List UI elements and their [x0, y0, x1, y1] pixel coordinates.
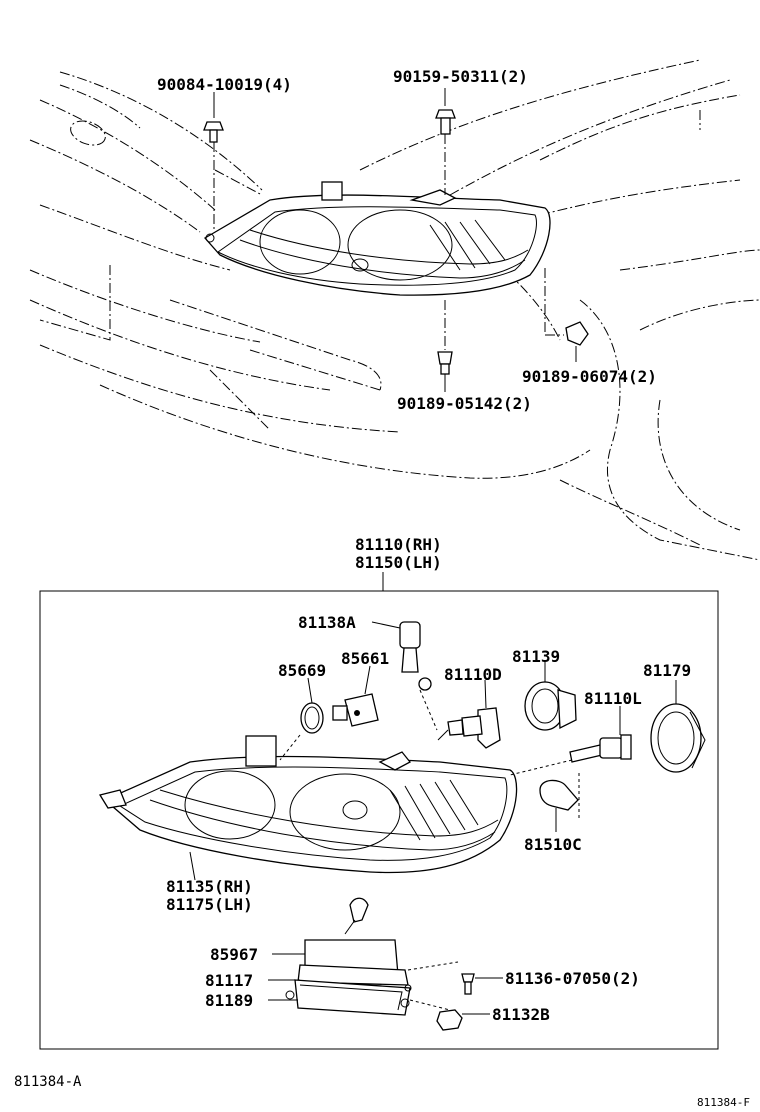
label-ballast-85967: 85967 [210, 945, 258, 964]
label-nut-81132b: 81132B [492, 1005, 550, 1024]
label-ring-85669: 85669 [278, 661, 326, 680]
label-assy-lh: 81150(LH) [355, 553, 442, 572]
label-assy-rh: 81110(RH) [355, 535, 442, 554]
label-bulb-81110l: 81110L [584, 689, 642, 708]
bulb-81510c-icon [539, 779, 579, 832]
label-cover-81189: 81189 [205, 991, 253, 1010]
label-socket-85661: 85661 [341, 649, 389, 668]
ballast-assembly [285, 897, 459, 1016]
screw-81136-icon [461, 973, 503, 995]
label-bulb-81510c: 81510C [524, 835, 582, 854]
label-cap-81139: 81139 [512, 647, 560, 666]
label-screw-81136: 81136-07050(2) [505, 969, 640, 988]
label-bulb-81138a: 81138A [298, 613, 356, 632]
label-unit-rh: 81135(RH) [166, 877, 253, 896]
bolt-90159-icon [435, 88, 456, 195]
ring-85669-icon [279, 677, 324, 761]
label-clip-90189-06074: 90189-06074(2) [522, 367, 657, 386]
nut-81132b-icon [436, 1009, 490, 1031]
label-cap-81179: 81179 [643, 661, 691, 680]
label-clip-90189-05142: 90189-05142(2) [397, 394, 532, 413]
label-unit-lh: 81175(LH) [166, 895, 253, 914]
clip-90189-06074-icon [544, 268, 589, 362]
bolt-90084-icon [203, 92, 224, 232]
bulb-81138a-icon [371, 621, 438, 731]
bulb-81110d-icon [437, 679, 501, 749]
cap-81139-icon [524, 662, 577, 731]
footer-ref-right: 811384-F [697, 1096, 750, 1109]
label-gasket-81117: 81117 [205, 971, 253, 990]
vehicle-front-outline [29, 59, 760, 561]
headlamp-installed-top [203, 181, 551, 296]
clip-90189-05142-icon [437, 300, 453, 392]
label-bulb-81110d: 81110D [444, 665, 502, 684]
headlamp-unit [98, 735, 518, 881]
socket-85661-icon [332, 665, 379, 727]
assembly-frame [39, 590, 719, 1050]
label-bolt-90084: 90084-10019(4) [157, 75, 292, 94]
cap-81179-icon [650, 680, 706, 773]
footer-ref-left: 811384-A [14, 1074, 82, 1090]
label-bolt-90159: 90159-50311(2) [393, 67, 528, 86]
bulb-81110l-icon [509, 706, 632, 776]
